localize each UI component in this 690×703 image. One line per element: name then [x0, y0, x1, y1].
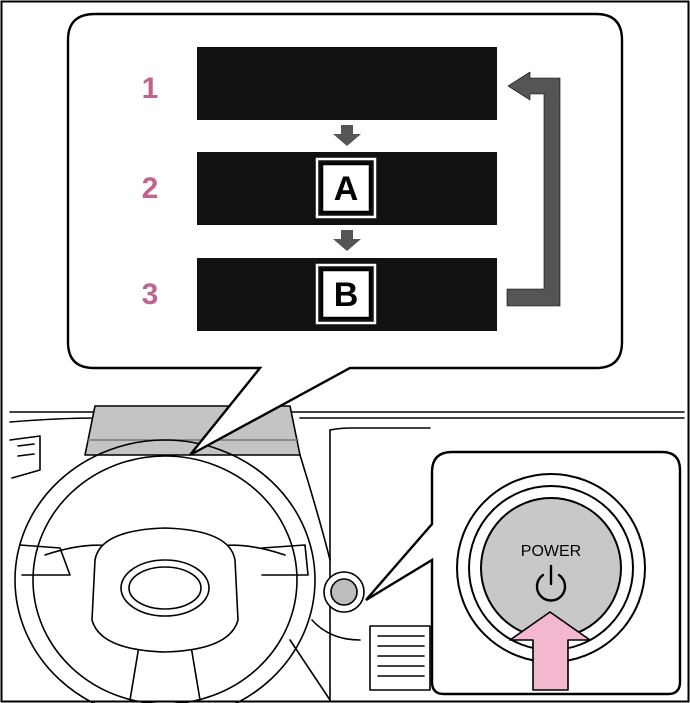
step-1-number: 1 [142, 72, 159, 105]
loop-back-arrow [506, 71, 561, 307]
mode-b-label: B [334, 276, 359, 314]
mode-a-box: A [315, 157, 377, 219]
mode-b-box: B [315, 263, 377, 325]
down-arrow-2-to-3 [333, 230, 361, 251]
down-arrow-1-to-2 [333, 125, 361, 146]
step-1-bar [197, 47, 497, 120]
press-arrow [509, 611, 591, 691]
dashboard-illustration [9, 405, 685, 703]
step-2-number: 2 [142, 172, 159, 205]
mode-a-label: A [334, 170, 359, 208]
power-icon [535, 564, 567, 602]
power-button[interactable]: POWER [456, 473, 646, 663]
step-3-number: 3 [142, 278, 159, 311]
power-label: POWER [521, 543, 581, 560]
